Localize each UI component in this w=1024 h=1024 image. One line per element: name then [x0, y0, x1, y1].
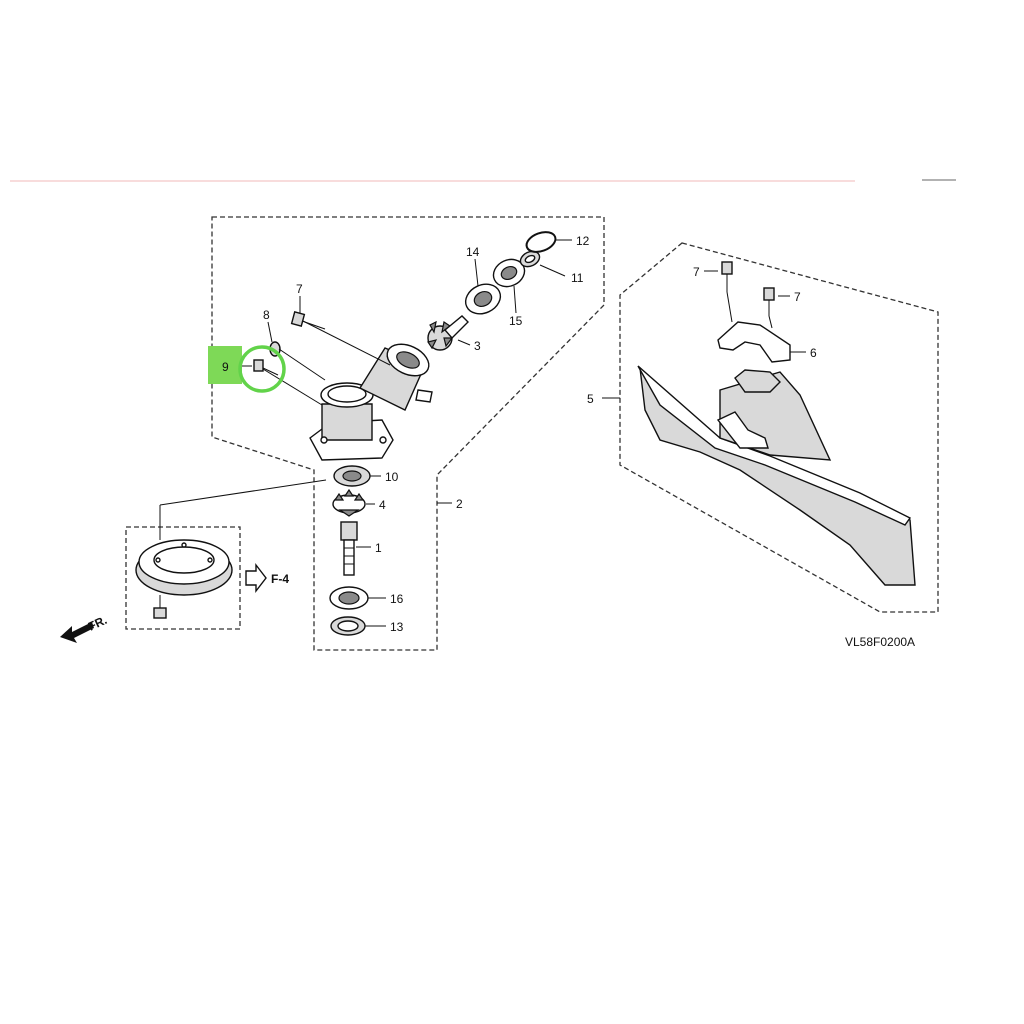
bearing-16: [329, 586, 369, 610]
bearing-15: [464, 258, 526, 315]
bolt-7-guard-left: [721, 261, 733, 323]
gear-3: [427, 315, 469, 351]
callout-5: 5: [587, 392, 594, 406]
flange-part: [135, 479, 327, 619]
front-arrow-icon: [60, 622, 94, 643]
callout-16: 16: [390, 592, 404, 606]
bolt-7-left: [290, 311, 391, 366]
callout-12: 12: [576, 234, 590, 248]
gear-case-housing: [309, 343, 433, 461]
oring-12: [525, 231, 557, 253]
bolt-9: [253, 359, 323, 406]
flange-inset-border: [125, 526, 241, 630]
gear-4: [332, 488, 366, 517]
bolt-7-guard-right: [763, 287, 775, 329]
guard-group-border: [619, 242, 939, 613]
callout-6: 6: [810, 346, 817, 360]
shaft-1: [340, 521, 358, 576]
callout-7-guard-left: 7: [693, 265, 700, 279]
reference-arrow: [245, 562, 267, 594]
callout-3: 3: [474, 339, 481, 353]
callout-7-left: 7: [296, 282, 303, 296]
ring-11: [519, 250, 541, 268]
reference-label: F-4: [271, 572, 289, 586]
callout-15: 15: [509, 314, 523, 328]
callout-7-guard-right: 7: [794, 290, 801, 304]
callout-14: 14: [466, 245, 480, 259]
callout-4: 4: [379, 498, 386, 512]
callout-13: 13: [390, 620, 404, 634]
callout-11: 11: [571, 271, 584, 285]
guard-5: [637, 365, 916, 586]
callout-8: 8: [263, 308, 270, 322]
pin-8: [269, 341, 326, 381]
bearing-10: [333, 465, 371, 487]
callout-10: 10: [385, 470, 399, 484]
callout-9: 9: [222, 360, 229, 374]
seal-13: [330, 616, 366, 636]
callout-2: 2: [456, 497, 463, 511]
callout-1: 1: [375, 541, 382, 555]
highlight-ring: [238, 345, 286, 393]
diagram-code: VL58F0200A: [845, 635, 915, 649]
highlight-box: [208, 346, 242, 384]
gearcase-group-border: [211, 216, 605, 651]
front-label: FR.: [86, 613, 109, 634]
clamp-6: [717, 321, 791, 393]
